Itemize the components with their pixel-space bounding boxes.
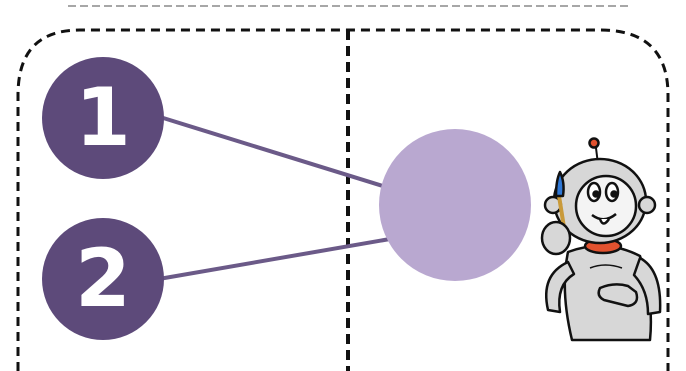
robot-pupil-left	[594, 192, 599, 197]
node-2: 2	[42, 218, 164, 340]
robot-ear-right	[639, 197, 655, 213]
node-1-label: 1	[75, 71, 131, 164]
result-node	[379, 129, 531, 281]
robot-face	[576, 176, 636, 236]
connector-line-1	[160, 117, 386, 187]
node-2-label: 2	[75, 232, 131, 325]
robot-pupil-right	[612, 192, 617, 197]
node-1: 1	[42, 57, 164, 179]
connector-line-2	[153, 239, 390, 280]
robot-hand-left	[542, 222, 570, 254]
robot-antenna-tip	[590, 139, 599, 148]
robot-with-paintbrush-icon	[542, 139, 660, 341]
paintbrush-tip	[556, 172, 564, 196]
